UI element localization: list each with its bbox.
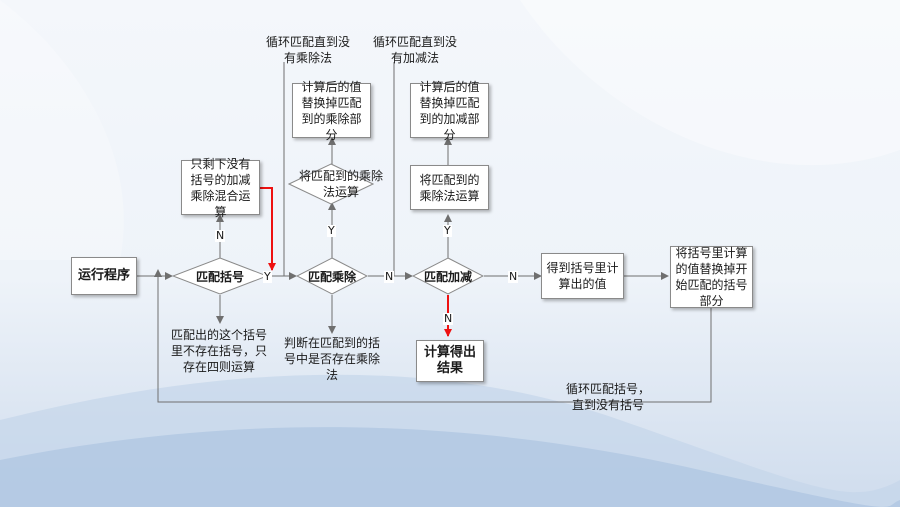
match-add-diamond: 匹配加减: [412, 257, 484, 295]
label-add-n-right: N: [508, 270, 519, 283]
mul-result-box: 计算后的值替换掉匹配到的乘除部分: [292, 80, 371, 142]
add-result-box: 计算后的值替换掉匹配到的加减部分: [410, 80, 489, 142]
paren-note: 匹配出的这个括号里不存在括号，只存在四则运算: [170, 328, 267, 374]
remaining-ops-box: 只剩下没有括号的加减乘除混合运算: [181, 157, 260, 219]
label-mul-n: N: [384, 270, 395, 283]
label-add-y: Y: [443, 224, 452, 237]
mul-check-note: 判断在匹配到的括号中是否存在乘除法: [283, 336, 380, 382]
match-paren-label: 匹配括号: [195, 269, 244, 284]
mul-calc-label: 将匹配到的乘除法运算: [298, 169, 383, 199]
label-paren-n: N: [215, 229, 226, 242]
match-mul-label: 匹配乘除: [307, 269, 356, 284]
loop-paren-note: 循环匹配括号，直到没有括号: [566, 382, 651, 412]
paren-value-box: 得到括号里计算出的值: [541, 253, 624, 299]
label-paren-y: Y: [263, 270, 272, 283]
mul-calc-diamond: 将匹配到的乘除法运算: [288, 163, 383, 205]
red-arrow-remaining-to-mul: [260, 187, 276, 271]
label-add-n-down: N: [443, 312, 454, 325]
label-mul-y: Y: [327, 224, 336, 237]
run-program-box: 运行程序: [71, 257, 137, 295]
match-paren-diamond: 匹配括号: [172, 257, 268, 295]
match-add-label: 匹配加减: [423, 269, 472, 284]
replace-paren-box: 将括号里计算的值替换掉开始匹配的括号部分: [670, 246, 753, 308]
add-calc-box: 将匹配到的乘除法运算: [410, 165, 489, 210]
result-box: 计算得出结果: [416, 340, 484, 382]
loop-mul-note: 循环匹配直到没有乘除法: [266, 35, 351, 65]
loop-paren-line: [154, 269, 712, 403]
loop-add-note: 循环匹配直到没有加减法: [373, 35, 458, 65]
match-mul-diamond: 匹配乘除: [296, 257, 368, 295]
